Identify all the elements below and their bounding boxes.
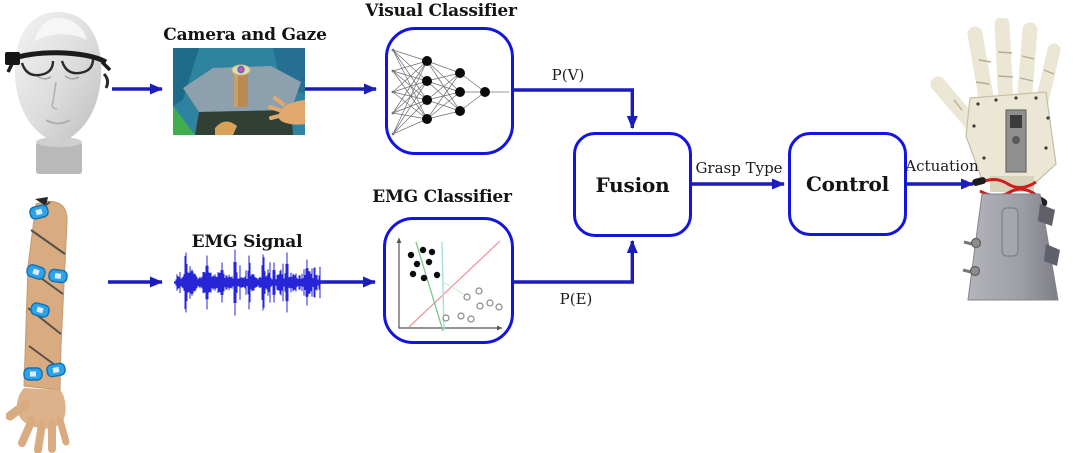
actuation-label: Actuation bbox=[905, 157, 979, 175]
emg-classifier-box bbox=[383, 217, 514, 344]
pv-label: P(V) bbox=[551, 66, 585, 84]
gaze-point-marker bbox=[237, 65, 245, 74]
prosthetic-hand-image bbox=[930, 18, 1061, 301]
subject-left-hand bbox=[6, 388, 70, 453]
fusion-label: Fusion bbox=[595, 172, 670, 197]
mannequin-head-eye-tracker-image bbox=[5, 12, 112, 174]
visual-classifier-box bbox=[385, 27, 514, 155]
emg-waveform bbox=[174, 249, 324, 316]
control-label: Control bbox=[805, 172, 890, 196]
socket-bolts bbox=[962, 237, 982, 277]
arrow-emg-classifier-to-fusion bbox=[514, 240, 638, 284]
pe-label: P(E) bbox=[559, 290, 593, 308]
eye-tracking-glasses bbox=[5, 50, 112, 89]
fusion-node: Fusion bbox=[573, 132, 692, 237]
hand-fingers bbox=[930, 18, 1061, 132]
emg-classifier-title: EMG Classifier bbox=[372, 187, 512, 207]
grasp-type-label: Grasp Type bbox=[695, 159, 783, 177]
subject-hand bbox=[268, 96, 305, 125]
arrow-visual-classifier-to-fusion bbox=[513, 88, 638, 129]
forearm bbox=[23, 200, 68, 391]
visual-classifier-title: Visual Classifier bbox=[365, 1, 517, 21]
control-node: Control bbox=[788, 132, 907, 236]
head-base bbox=[36, 142, 82, 174]
emg-signal-title: EMG Signal bbox=[191, 232, 303, 252]
camera-gaze-title: Camera and Gaze bbox=[163, 25, 327, 45]
scatter-plot-icon bbox=[396, 238, 503, 332]
emg-electrodes bbox=[23, 204, 68, 381]
palm-actuator-plate bbox=[1005, 109, 1027, 173]
emg-arm-electrodes-image bbox=[6, 197, 70, 453]
head-shape bbox=[14, 12, 102, 144]
neural-network-icon bbox=[391, 48, 509, 136]
camera-gaze-scene-image bbox=[173, 48, 305, 135]
target-cylinder bbox=[231, 64, 251, 107]
